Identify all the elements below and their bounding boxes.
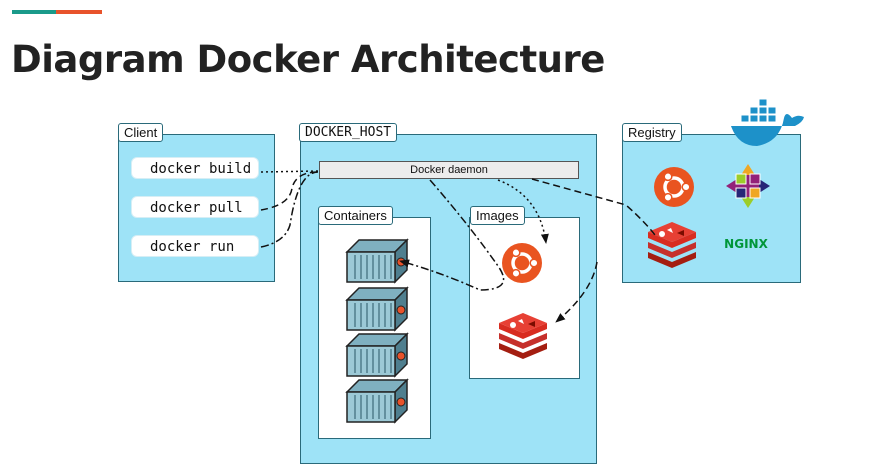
pull-registry-connector [531, 178, 656, 236]
accent-bar-orange [56, 10, 102, 14]
ubuntu-icon [652, 165, 696, 209]
nginx-logo: NGINX [724, 237, 768, 251]
docker-run-command[interactable]: docker run [131, 235, 259, 257]
ubuntu-icon [500, 241, 544, 285]
container-icon [346, 287, 408, 331]
client-label: Client [118, 123, 164, 142]
container-icon [346, 379, 408, 423]
page-title: Diagram Docker Architecture [11, 38, 605, 81]
centos-icon [726, 164, 770, 208]
redis-icon [648, 222, 696, 268]
container-icon [346, 333, 408, 377]
container-icon [346, 239, 408, 283]
docker-daemon-bar: Docker daemon [319, 161, 579, 179]
redis-icon [499, 313, 547, 359]
connectors [260, 170, 656, 323]
images-label: Images [470, 206, 525, 225]
containers-label: Containers [318, 206, 393, 225]
docker-whale-icon [731, 98, 804, 146]
build-image-arrow [497, 179, 549, 244]
client-panel: docker build docker pull docker run [118, 134, 275, 282]
accent-bar-teal [12, 10, 56, 14]
run-connector [260, 171, 319, 248]
nginx-logo-text: NGINX [724, 237, 768, 251]
build-connector [260, 170, 319, 173]
docker-host-label: DOCKER_HOST [299, 123, 398, 142]
registry-label: Registry [622, 123, 682, 142]
docker-pull-command[interactable]: docker pull [131, 196, 259, 218]
run-container-arrow [399, 179, 505, 291]
docker-build-command[interactable]: docker build [131, 157, 259, 179]
pull-image-arrow [555, 261, 598, 323]
pull-connector [260, 171, 319, 211]
